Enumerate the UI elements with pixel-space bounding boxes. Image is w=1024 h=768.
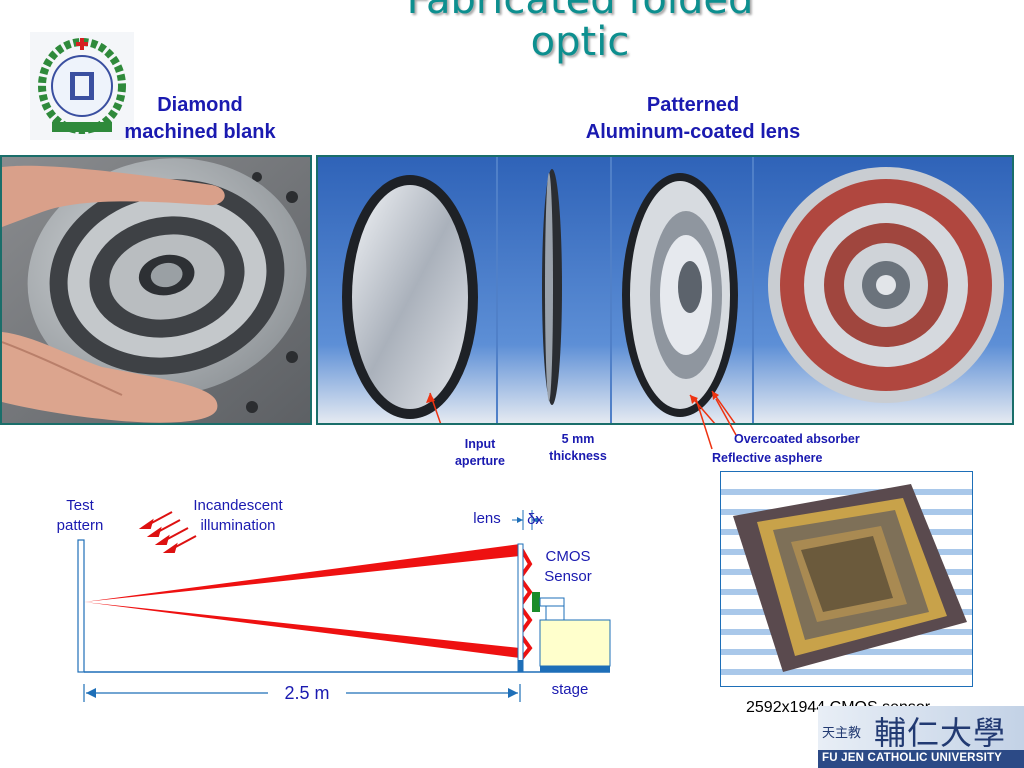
university-emblem-logo [30, 32, 134, 140]
input-aperture-label: Input aperture [440, 436, 520, 470]
diamond-blank-photo [0, 155, 312, 425]
input-aperture-line1: Input [464, 437, 496, 451]
beam-lower [84, 602, 520, 658]
beam-upper [84, 544, 520, 602]
distance-label: 2.5 m [284, 683, 330, 703]
right-heading-line2: Aluminum-coated lens [585, 121, 801, 143]
thickness-line1: 5 mm [561, 432, 595, 446]
illumination-line1: Incandescent [193, 497, 283, 514]
patterned-lens-photo-panel [316, 155, 1014, 425]
illumination-label: Incandescent illumination [170, 496, 306, 536]
illumination-arrows [138, 511, 197, 553]
test-pattern-label: Test pattern [40, 496, 120, 536]
lens-label: lens [473, 510, 501, 527]
optical-setup-diagram [77, 510, 611, 702]
university-banner-logo: 天主教 輔仁大學 FU JEN CATHOLIC UNIVERSITY [818, 706, 1024, 768]
callout-leader-lines [695, 398, 737, 450]
right-heading-line1: Patterned [646, 94, 740, 116]
stage-block [539, 619, 611, 667]
left-heading-line2: machined blank [124, 121, 276, 143]
illumination-line2: illumination [200, 517, 276, 534]
reflective-asphere-label: Reflective asphere [712, 451, 823, 465]
test-pattern-line1: Test [66, 497, 94, 514]
cmos-sensor-line2: Sensor [544, 568, 592, 585]
slide-title-line1: Fabricated folded [406, 0, 754, 23]
left-heading: Diamond machined blank [100, 92, 300, 146]
test-pattern-plate [77, 539, 85, 673]
cmos-sensor-chip [532, 592, 540, 612]
overcoated-absorber-label: Overcoated absorber [734, 432, 860, 446]
cmos-sensor-line1: CMOS [545, 548, 591, 565]
input-aperture-line2: aperture [454, 454, 506, 468]
left-heading-line1: Diamond [157, 94, 243, 116]
cmos-sensor-label: CMOS Sensor [536, 547, 600, 587]
stage-label: stage [551, 681, 589, 698]
delta-x-label: δx [527, 511, 543, 528]
university-name-en: FU JEN CATHOLIC UNIVERSITY [822, 752, 1003, 764]
thickness-line2: thickness [549, 449, 607, 463]
lens-element [517, 543, 524, 673]
test-pattern-line2: pattern [56, 517, 104, 534]
cmos-sensor-photo [720, 471, 973, 687]
university-name-zh-small: 天主教 [822, 726, 862, 741]
thickness-label: 5 mm thickness [538, 431, 618, 465]
right-heading: Patterned Aluminum-coated lens [540, 92, 846, 146]
university-name-zh: 輔仁大學 [874, 714, 1007, 752]
slide-title-line2: optic [530, 19, 630, 65]
